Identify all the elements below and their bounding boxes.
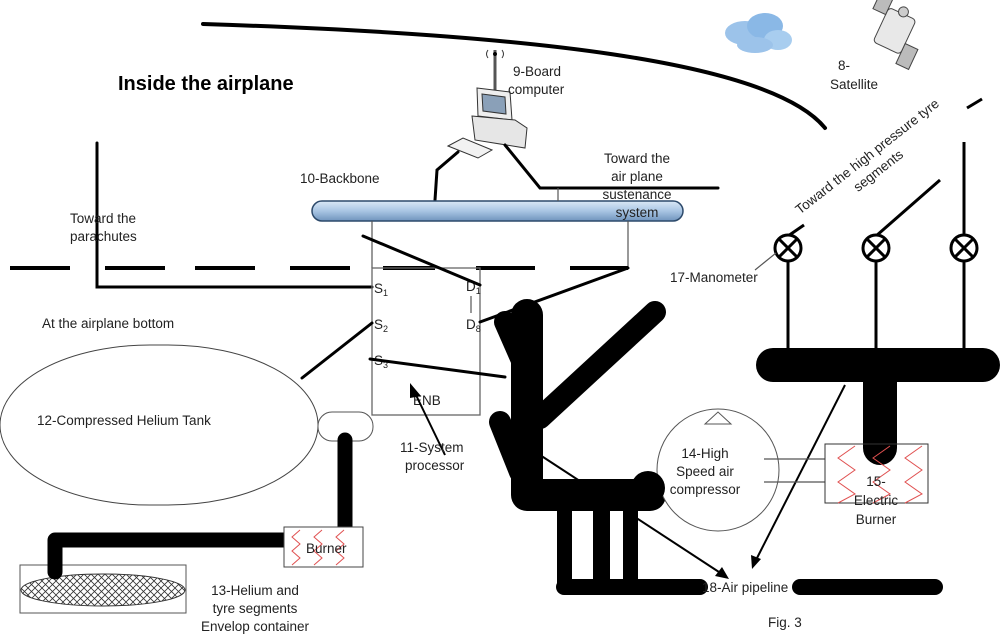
svg-text:S2: S2 [374,317,388,334]
sustenance-label-3: sustenance [602,187,671,202]
helium-tank-label: 12-Compressed Helium Tank [37,413,211,428]
compressor-label-2: Speed air [676,464,734,479]
backbone-to-d1 [361,234,482,287]
s2-sub: 2 [383,324,388,334]
svg-text:D1: D1 [466,279,481,296]
manometer-leader [754,252,777,271]
fuselage-curve [201,22,827,130]
s1-label: S [374,281,383,296]
page-title: Inside the airplane [118,73,294,95]
envelop-container [20,573,186,607]
satellite-icon [872,0,919,71]
manometer-label: 17-Manometer [670,270,758,285]
board-computer-icon [446,49,528,159]
air-pipe-network [489,299,943,595]
compressor-triangle-icon [703,411,733,425]
parachute-link [95,141,374,289]
d8-sub: 8 [476,324,481,334]
sustenance-label-1: Toward the [604,151,670,166]
electric-burner-label-2: Electric [854,493,899,508]
compressor [656,408,780,532]
parachutes-label-1: Toward the [70,211,136,226]
burner-label: Burner [306,541,347,556]
cloud-icon [725,13,792,53]
d1-sub: 1 [476,286,481,296]
s1-sub: 1 [383,288,388,298]
d1-label: D [466,279,476,294]
board-computer-label-1: 9-Board [513,64,561,79]
satellite-number: 8- [838,58,850,73]
backbone-pipe [311,200,684,222]
s3-link [368,357,507,379]
d8-label: D [466,317,476,332]
keyboard-cable [433,150,460,202]
figure-caption: Fig. 3 [768,615,802,630]
sustenance-label-2: air plane [611,169,663,184]
pipeline-arrow [539,454,729,579]
board-computer-label-2: computer [508,82,565,97]
electric-burner-label-3: Burner [856,512,897,527]
envelop-label-2: tyre segments [213,601,298,616]
electric-burner-label-1: 15- [866,474,886,489]
envelop-label-1: 13-Helium and [211,583,299,598]
sustenance-label-4: system [616,205,659,220]
compressor-label-3: compressor [670,482,741,497]
manometers [773,97,983,350]
burner-coil-icon [291,529,345,566]
electric-burner-coil-icon [837,445,923,504]
sustenance-link [503,143,720,190]
system-processor-label-1: 11-System [400,440,464,455]
svg-text:D8: D8 [466,317,481,334]
air-pipeline-label: 18-Air pipeline [702,580,788,595]
pipeline-arrow [751,384,846,569]
backbone-label: 10-Backbone [300,171,380,186]
compressor-label-1: 14-High [681,446,728,461]
manometer-icon [773,233,803,263]
airplane-bottom-label: At the airplane bottom [42,316,174,331]
electric-burner-box [824,443,929,504]
parachutes-label-2: parachutes [70,229,137,244]
svg-text:S1: S1 [374,281,388,298]
s2-to-tank [300,321,374,380]
manometer-icon [861,233,891,263]
s3-sub: 3 [383,360,388,370]
satellite-label: Satellite [830,77,878,92]
pipe-joint [631,471,665,505]
system-processor-label-2: processor [405,458,465,473]
s2-label: S [374,317,383,332]
system-processor-arrow [410,383,446,456]
envelop-label-3: Envelop container [201,619,310,634]
manometer-icon [949,233,979,263]
